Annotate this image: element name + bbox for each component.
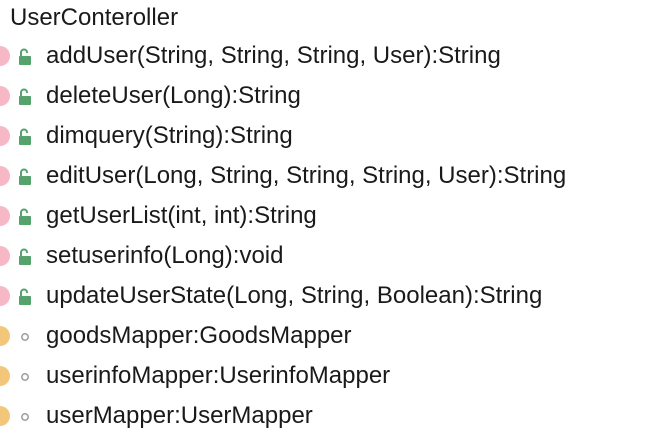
method-icon [0,46,10,66]
method-icon [0,86,10,106]
member-row[interactable]: userinfoMapper:UserinfoMapper [0,357,672,397]
method-icon [0,126,10,146]
member-row[interactable]: goodsMapper:GoodsMapper [0,317,672,357]
member-label: userMapper:UserMapper [46,402,313,429]
member-label: userinfoMapper:UserinfoMapper [46,362,391,389]
member-label: updateUserState(Long, String, Boolean):S… [46,282,543,309]
unlocked-padlock-icon [19,168,31,185]
member-row[interactable]: getUserList(int, int):String [0,197,672,237]
unlocked-padlock-icon [19,48,31,65]
member-row[interactable]: updateUserState(Long, String, Boolean):S… [0,277,672,317]
member-list: addUser(String, String, String, User):St… [0,37,672,437]
field-icon [0,326,10,346]
unlocked-padlock-icon [19,288,31,305]
unlocked-padlock-icon [19,88,31,105]
member-label: addUser(String, String, String, User):St… [46,42,501,69]
member-label: getUserList(int, int):String [46,202,317,229]
field-icon [0,406,10,426]
member-row[interactable]: userMapper:UserMapper [0,397,672,437]
member-row[interactable]: dimquery(String):String [0,117,672,157]
unlocked-padlock-icon [19,248,31,265]
package-private-dot-icon [21,413,29,421]
member-row[interactable]: setuserinfo(Long):void [0,237,672,277]
unlocked-padlock-icon [19,208,31,225]
member-row[interactable]: addUser(String, String, String, User):St… [0,37,672,77]
member-label: editUser(Long, String, String, String, U… [46,162,567,189]
method-icon [0,246,10,266]
member-label: setuserinfo(Long):void [46,242,284,269]
field-icon [0,366,10,386]
unlocked-padlock-icon [19,128,31,145]
package-private-dot-icon [21,333,29,341]
member-row[interactable]: editUser(Long, String, String, String, U… [0,157,672,197]
method-icon [0,206,10,226]
member-label: goodsMapper:GoodsMapper [46,322,352,349]
member-label: deleteUser(Long):String [46,82,301,109]
method-icon [0,166,10,186]
class-name[interactable]: UserConteroller [10,4,179,31]
method-icon [0,286,10,306]
member-label: dimquery(String):String [46,122,293,149]
package-private-dot-icon [21,373,29,381]
member-row[interactable]: deleteUser(Long):String [0,77,672,117]
